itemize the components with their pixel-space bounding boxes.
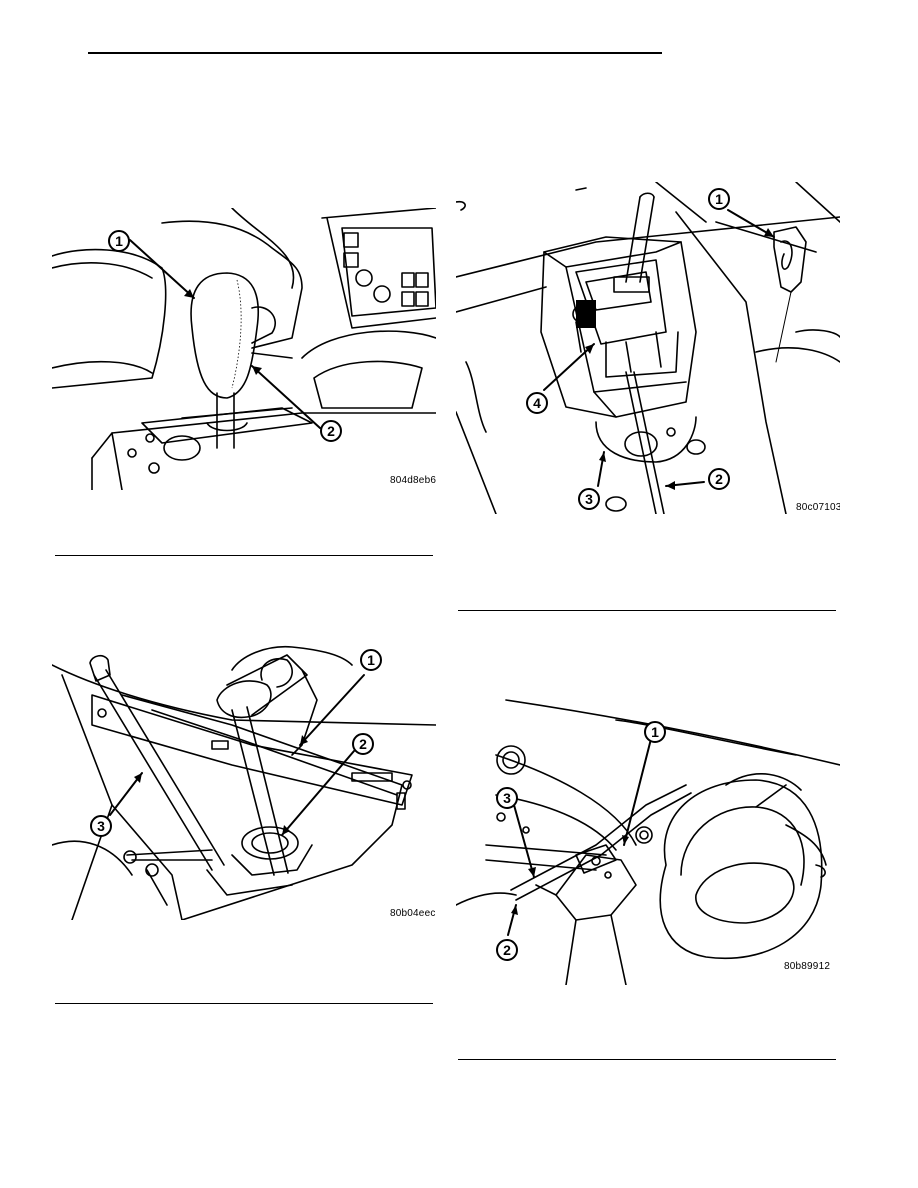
callout-1: 1 [360,649,382,671]
callout-2: 2 [496,939,518,961]
callout-1: 1 [708,188,730,210]
figure-separator [458,1059,836,1060]
figure-code: 804d8eb6 [390,475,436,486]
figure-separator [55,1003,433,1004]
figure-shifter-tool: 1 2 3 80b04eec [52,645,436,920]
callout-1: 1 [108,230,130,252]
figure-code: 80b89912 [784,961,830,972]
callout-4: 4 [526,392,548,414]
figure-separator [55,555,433,556]
figure-code: 80b04eec [390,908,436,919]
figure-code: 80c07103 [796,502,840,513]
callout-2: 2 [352,733,374,755]
callout-2: 2 [708,468,730,490]
callout-3: 3 [578,488,600,510]
callout-2: 2 [320,420,342,442]
figure-shifter-cable: 1 2 3 4 80c07103 [456,182,840,514]
figure-transmission-cable: 1 2 3 80b89912 [456,695,840,985]
callout-1: 1 [644,721,666,743]
figure-shifter-knob: 1 2 804d8eb6 [52,208,436,490]
shifter-knob-illustration [52,208,436,490]
shifter-tool-illustration [52,645,436,920]
callout-3: 3 [90,815,112,837]
header-rule [88,52,662,54]
shifter-cable-illustration [456,182,840,514]
figure-separator [458,610,836,611]
callout-3: 3 [496,787,518,809]
